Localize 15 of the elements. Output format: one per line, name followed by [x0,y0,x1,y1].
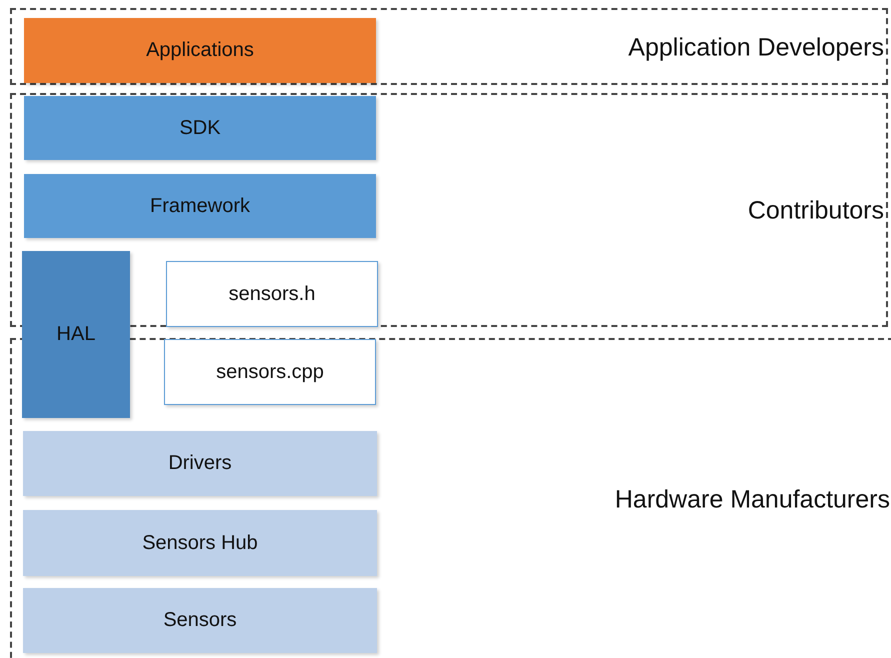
region-label: Contributors [748,196,884,226]
layer-box: Sensors Hub [23,510,377,576]
dashed-region [10,8,888,85]
region-label: Application Developers [628,34,884,62]
layer-box: SDK [24,96,376,160]
layer-box: Framework [24,174,376,238]
layer-box: HAL [22,251,130,418]
layer-box: Applications [24,18,376,83]
layer-box: sensors.h [166,261,378,327]
layer-box: Drivers [23,431,377,496]
dashed-region [10,338,891,658]
region-label: Hardware Manufacturers [614,486,890,514]
dashed-region [10,93,888,327]
layer-box: Sensors [23,588,377,653]
layer-box: sensors.cpp [164,339,376,405]
